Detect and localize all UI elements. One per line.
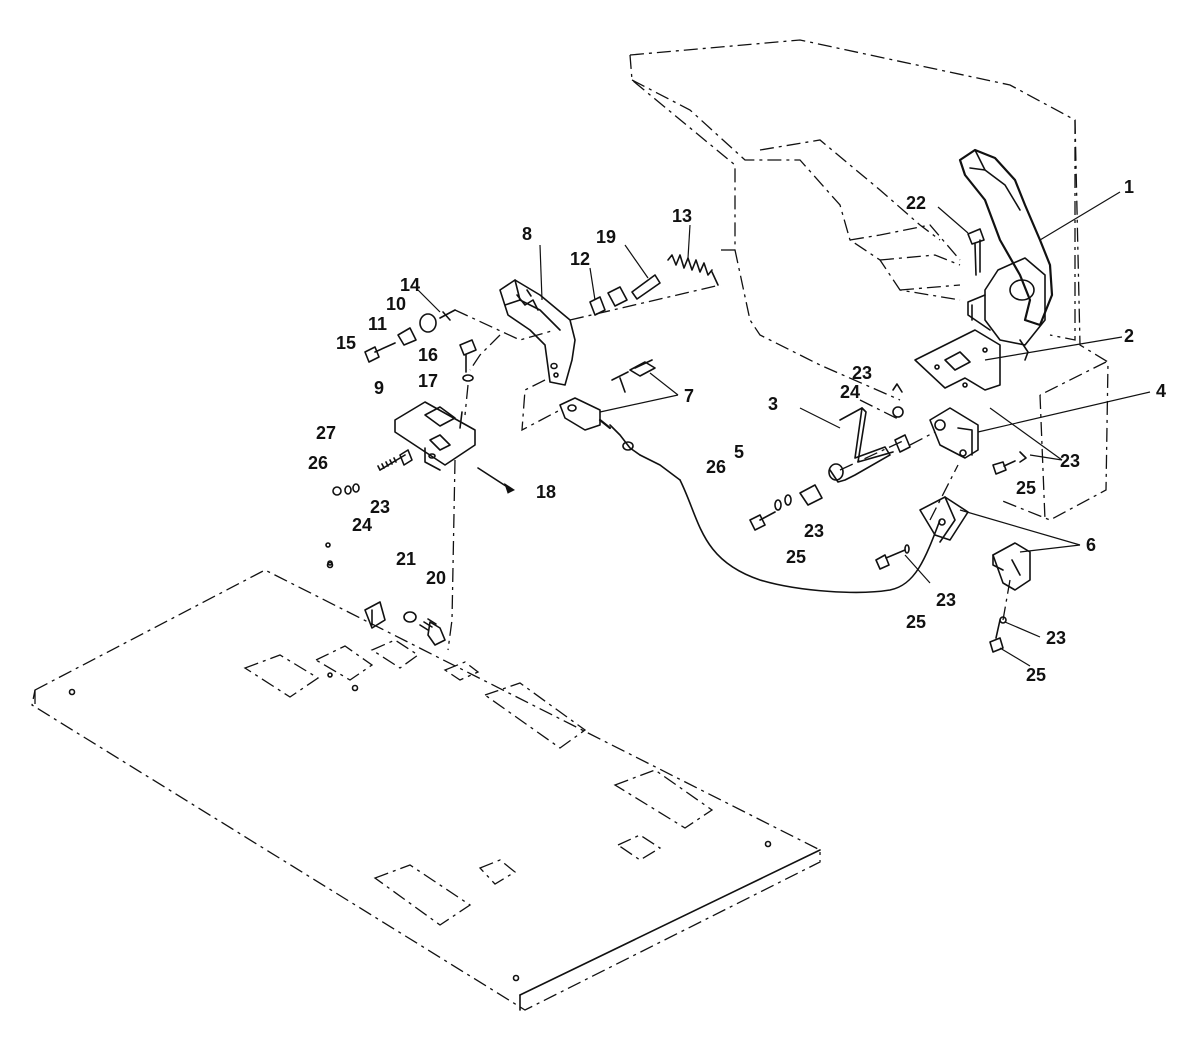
bracket-4 [929,407,979,459]
leader-lines [417,191,1151,667]
callout-23f: 23 [370,497,390,517]
bushing-5 [799,484,823,506]
callout-10: 10 [386,294,406,314]
base-bracket-9 [394,401,476,471]
frame-outline [629,39,1109,521]
callout-4: 4 [1156,381,1166,401]
spacer-24-right [892,406,904,418]
callout-25b: 25 [786,547,806,567]
callout-20: 20 [426,568,446,588]
callout-13: 13 [672,206,692,226]
bolt-22 [967,228,985,276]
bushing-12a [589,296,606,316]
callout-7: 7 [684,386,694,406]
bracket-6-upper [919,496,969,543]
bushing-12b [607,286,628,307]
washer-17 [462,374,474,382]
cable-assembly [559,359,941,594]
callout-2: 2 [1124,326,1134,346]
spring-clip-23 [892,383,903,393]
callout-17: 17 [418,371,438,391]
floor-plate [31,561,821,1011]
callout-15: 15 [336,333,356,353]
callout-24a: 24 [840,382,860,402]
bolt-25-center [749,511,776,531]
bracket-6-lower [992,542,1031,591]
callout-11: 11 [368,314,387,334]
callout-23b: 23 [1060,451,1080,471]
callout-25c: 25 [906,612,926,632]
callout-1: 1 [1124,177,1134,197]
spacer-24-left [325,542,333,566]
callout-labels: 1 2 3 4 5 6 7 8 9 10 11 12 13 14 15 16 1… [308,177,1166,685]
callout-22: 22 [906,193,926,213]
spring-13 [667,254,719,286]
washers-26-23-left [332,483,360,496]
callout-5: 5 [734,442,744,462]
callout-8: 8 [522,224,532,244]
mounting-plate-2 [914,329,1001,391]
callout-12: 12 [570,249,590,269]
bolt-16 [459,339,477,373]
bolt-25-mid [875,544,910,570]
callout-25a: 25 [1016,478,1036,498]
callout-24b: 24 [352,515,372,535]
pin-19 [631,274,661,300]
callout-23a: 23 [852,363,872,383]
bushing-11 [397,327,417,346]
callout-21: 21 [396,549,416,569]
callout-23d: 23 [936,590,956,610]
washers-26-23 [774,494,792,511]
callout-9: 9 [374,378,384,398]
pin-18 [477,467,515,494]
bolt-25-right [992,451,1027,475]
callout-6: 6 [1086,535,1096,555]
callout-26b: 26 [308,453,328,473]
bolt-15 [364,342,396,363]
callout-3: 3 [768,394,778,414]
callout-23c: 23 [804,521,824,541]
pin-14 [439,309,456,321]
bolt-20 [419,618,446,646]
bolt-25-lower [989,616,1007,653]
callout-25d: 25 [1026,665,1046,685]
callout-26a: 26 [706,457,726,477]
arm-3 [828,407,894,483]
assembly-lines [447,284,1011,651]
lever-8 [499,279,576,386]
callout-18: 18 [536,482,556,502]
callout-14: 14 [400,275,420,295]
nut-21 [364,601,417,629]
callout-16: 16 [418,345,438,365]
bolt-27 [377,449,413,471]
pedal-assembly [958,148,1054,361]
callout-19: 19 [596,227,616,247]
bushing-right [894,434,911,453]
bushing-10 [419,313,437,333]
callout-23e: 23 [1046,628,1066,648]
callout-27: 27 [316,423,336,443]
